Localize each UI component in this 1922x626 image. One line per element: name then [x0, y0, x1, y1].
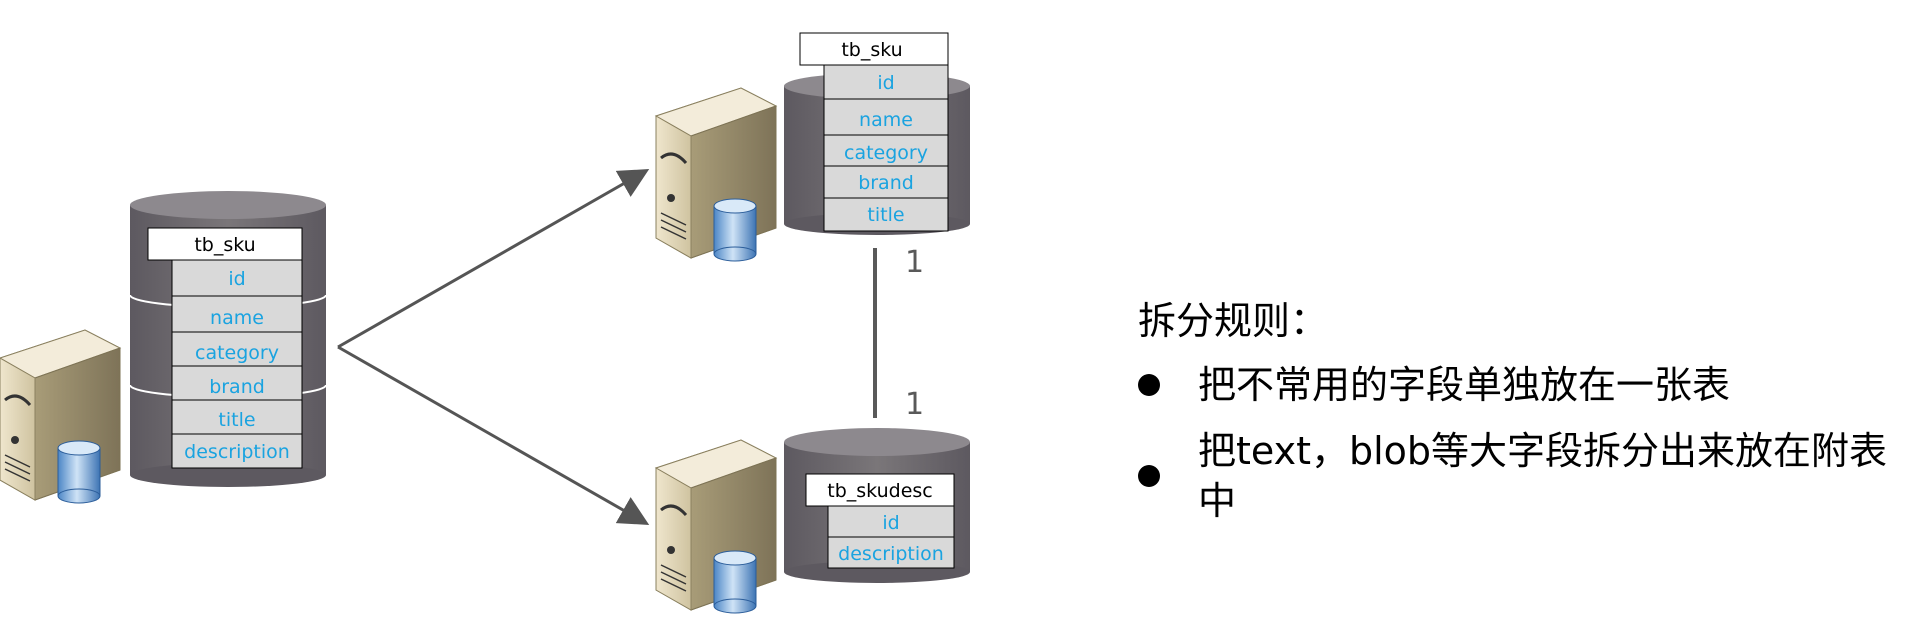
table-card-desc: tb_skudesc id description: [805, 473, 955, 569]
field-brand: brand: [858, 172, 914, 194]
bullet-icon: [1138, 374, 1160, 396]
field-brand: brand: [209, 376, 265, 398]
field-id: id: [877, 72, 894, 94]
database-icon: [713, 550, 757, 614]
table-card-main: tb_sku id name category brand title: [799, 32, 949, 232]
cardinality-bottom: 1: [905, 387, 924, 422]
field-id: id: [882, 512, 899, 534]
field-title: title: [867, 204, 904, 226]
split-arrow-bottom: [337, 345, 650, 525]
table-name-main: tb_sku: [841, 39, 902, 61]
bullet-icon: [1138, 465, 1160, 487]
field-title: title: [218, 409, 255, 431]
rule-text: 把不常用的字段单独放在一张表: [1198, 363, 1731, 407]
field-description: description: [184, 441, 290, 463]
field-description: description: [838, 543, 944, 565]
rules-title: 拆分规则：: [1138, 299, 1329, 343]
split-rules: 拆分规则： 把不常用的字段单独放在一张表 把text，blob等大字段拆分出来放…: [1138, 296, 1918, 542]
field-name: name: [210, 307, 264, 329]
field-id: id: [228, 268, 245, 290]
table-name-original: tb_sku: [194, 234, 255, 256]
server-icon-left: [0, 329, 122, 504]
rule-text: 把text，blob等大字段拆分出来放在附表中: [1198, 429, 1888, 523]
database-icon: [57, 440, 101, 504]
cardinality-top: 1: [905, 245, 924, 280]
rule-item: 把text，blob等大字段拆分出来放在附表中: [1138, 426, 1918, 526]
field-name: name: [859, 109, 913, 131]
table-name-desc: tb_skudesc: [827, 480, 932, 502]
split-arrow-top: [337, 169, 650, 349]
server-icon-top: [654, 87, 778, 262]
server-icon-bottom: [654, 439, 778, 614]
field-category: category: [195, 342, 279, 364]
database-icon: [713, 198, 757, 262]
rule-item: 把不常用的字段单独放在一张表: [1138, 360, 1918, 410]
table-card-original: tb_sku id name category brand title desc…: [147, 227, 303, 469]
field-category: category: [844, 142, 928, 164]
